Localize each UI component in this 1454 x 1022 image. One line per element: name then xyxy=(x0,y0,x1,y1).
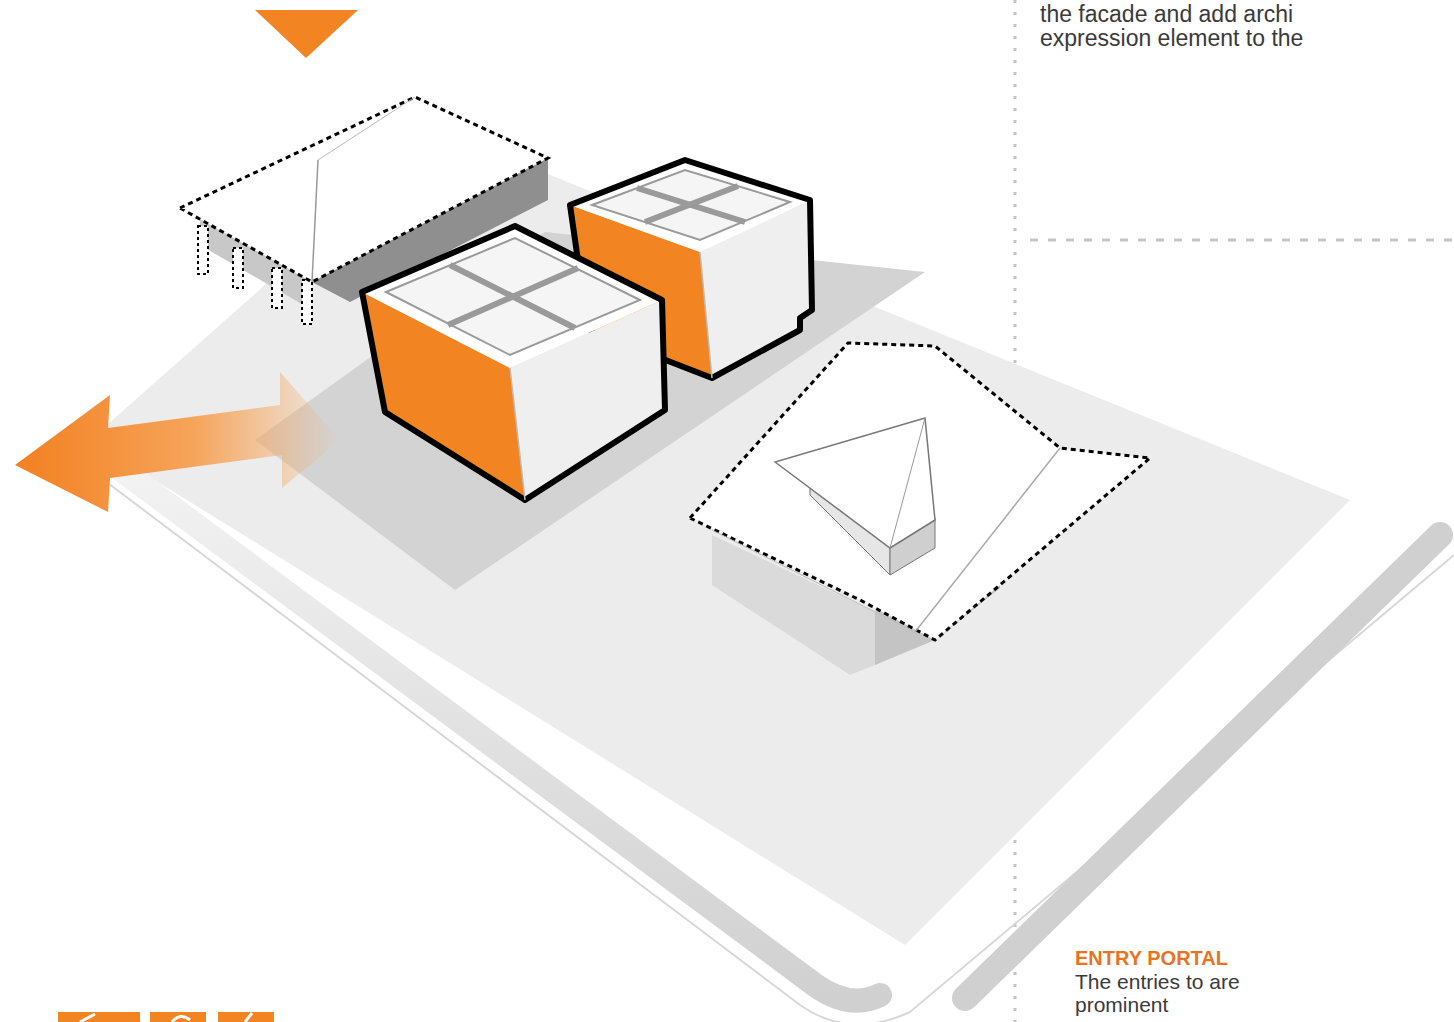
direction-marker xyxy=(255,10,358,58)
section-heading: ENTRY PORTAL xyxy=(1075,946,1445,970)
logo xyxy=(58,1012,274,1022)
divider-line xyxy=(1030,239,1454,242)
new-building xyxy=(362,226,665,500)
existing-house xyxy=(690,343,1150,675)
note-text: The entries to are prominent xyxy=(1075,970,1265,1016)
note-text: the facade and add archi expression elem… xyxy=(1040,2,1385,50)
road-kerb xyxy=(965,535,1440,998)
access-arrow xyxy=(15,372,340,512)
